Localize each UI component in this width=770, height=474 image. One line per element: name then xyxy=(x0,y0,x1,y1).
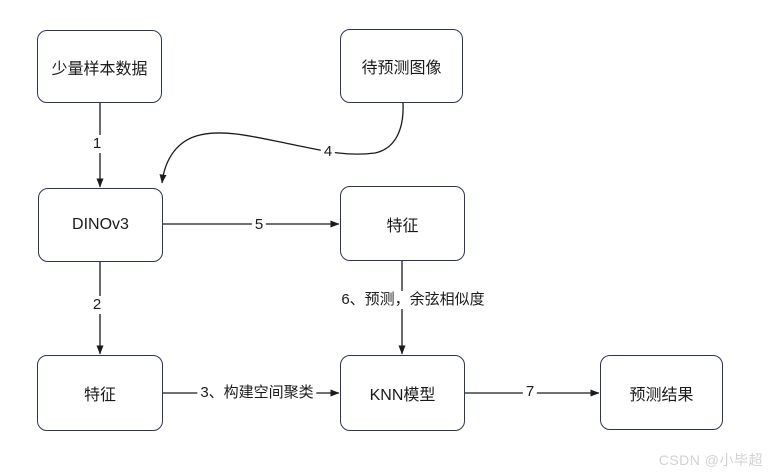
node-sample-data-label: 少量样本数据 xyxy=(51,60,148,78)
edge-label-3-build-cluster: 3、构建空间聚类 xyxy=(197,384,317,402)
node-dinov3-label: DINOv3 xyxy=(72,216,129,233)
node-feature-left: 特征 xyxy=(37,355,163,431)
node-feature-left-label: 特征 xyxy=(83,387,116,404)
node-predict-image: 待预测图像 xyxy=(340,29,463,103)
node-knn-model-label: KNN模型 xyxy=(369,387,436,404)
edge-label-4: 4 xyxy=(320,143,336,161)
node-feature-right: 特征 xyxy=(340,186,465,261)
edge-label-1: 1 xyxy=(89,135,105,153)
csdn-watermark: CSDN @小毕超 xyxy=(658,452,763,468)
edge-label-7: 7 xyxy=(522,383,538,401)
node-feature-right-label: 特征 xyxy=(386,217,419,235)
edge-label-6-predict-cosine: 6、预测，余弦相似度 xyxy=(338,291,488,309)
edge-predict-image-to-dinov3 xyxy=(159,102,404,184)
node-predict-result-label: 预测结果 xyxy=(629,386,694,404)
node-predict-result: 预测结果 xyxy=(600,355,723,430)
node-sample-data: 少量样本数据 xyxy=(37,30,162,103)
node-dinov3: DINOv3 xyxy=(38,188,163,262)
node-predict-image-label: 待预测图像 xyxy=(361,60,442,77)
edge-label-5: 5 xyxy=(251,216,267,234)
node-knn-model: KNN模型 xyxy=(340,355,465,431)
edge-label-2: 2 xyxy=(89,296,105,314)
